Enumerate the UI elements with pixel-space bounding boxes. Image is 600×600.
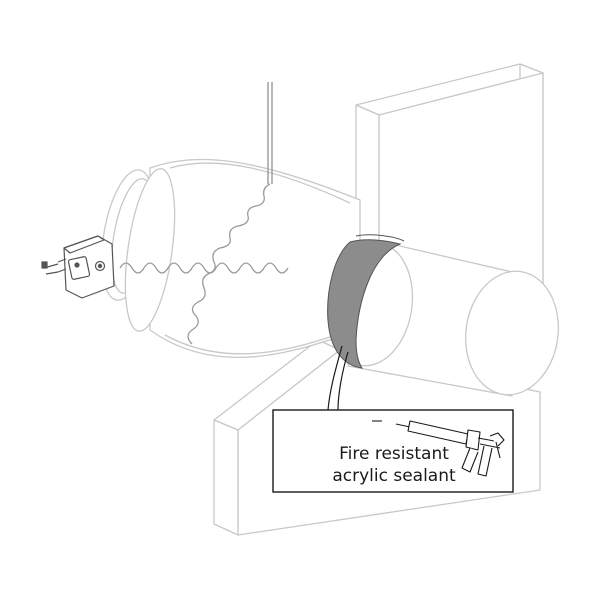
callout-leader xyxy=(327,345,349,411)
damper-body xyxy=(101,158,361,358)
caulking-gun-icon xyxy=(372,420,505,477)
sealant-band xyxy=(327,234,405,369)
spring-wires xyxy=(119,183,289,345)
release-rod xyxy=(267,82,273,184)
actuator-box xyxy=(41,235,115,299)
callout-line-2: acrylic sealant xyxy=(332,466,456,486)
sealant-callout-label: Fire resistant acrylic sealant xyxy=(276,443,512,487)
callout-line-1: Fire resistant xyxy=(339,444,449,464)
